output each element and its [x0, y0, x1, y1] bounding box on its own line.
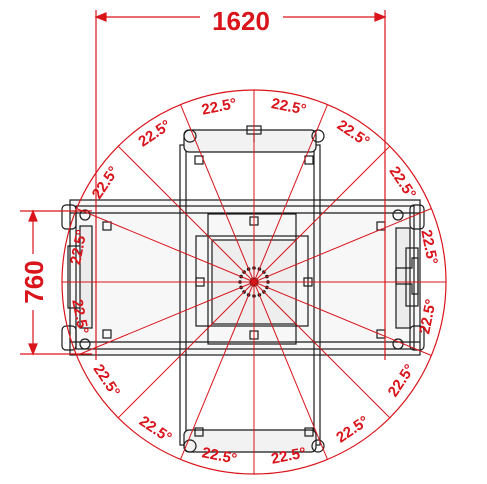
angle-label: 22.5° — [200, 444, 238, 468]
sector-ray — [117, 281, 255, 419]
angle-label: 22.5° — [386, 163, 420, 202]
sector-ray — [253, 208, 432, 283]
sector-ray — [180, 281, 255, 460]
width-dimension-label: 1620 — [212, 6, 270, 36]
angle-label: 22.5° — [90, 361, 124, 400]
angle-label: 22.5° — [385, 361, 419, 400]
angle-label: 22.5° — [135, 117, 174, 151]
sector-ray — [180, 104, 255, 283]
sector-ray — [253, 104, 328, 283]
angle-label: 22.5° — [270, 95, 308, 119]
device-top-view — [61, 125, 425, 453]
height-dimension-label: 760 — [19, 260, 49, 303]
angle-label: 22.5° — [334, 117, 373, 151]
sector-ray — [253, 145, 391, 283]
sector-lines — [62, 90, 446, 474]
angle-label: 22.5° — [200, 95, 238, 119]
sector-ray — [253, 281, 328, 460]
sector-ray — [76, 281, 255, 356]
angle-label: 22.5° — [417, 228, 441, 266]
angle-label: 22.5° — [89, 163, 123, 202]
width-dimension — [94, 10, 387, 360]
angle-label: 22.5° — [68, 298, 92, 336]
height-dimension — [20, 209, 92, 356]
angle-label: 22.5° — [136, 413, 175, 447]
sector-ray — [117, 145, 255, 283]
angle-label: 22.5° — [416, 298, 440, 336]
angle-label: 22.5° — [67, 228, 91, 266]
angle-label: 22.5° — [270, 444, 308, 468]
angle-label: 22.5° — [333, 413, 372, 447]
sector-ray — [253, 281, 391, 419]
sector-ray — [253, 281, 432, 356]
sector-ray — [76, 208, 255, 283]
